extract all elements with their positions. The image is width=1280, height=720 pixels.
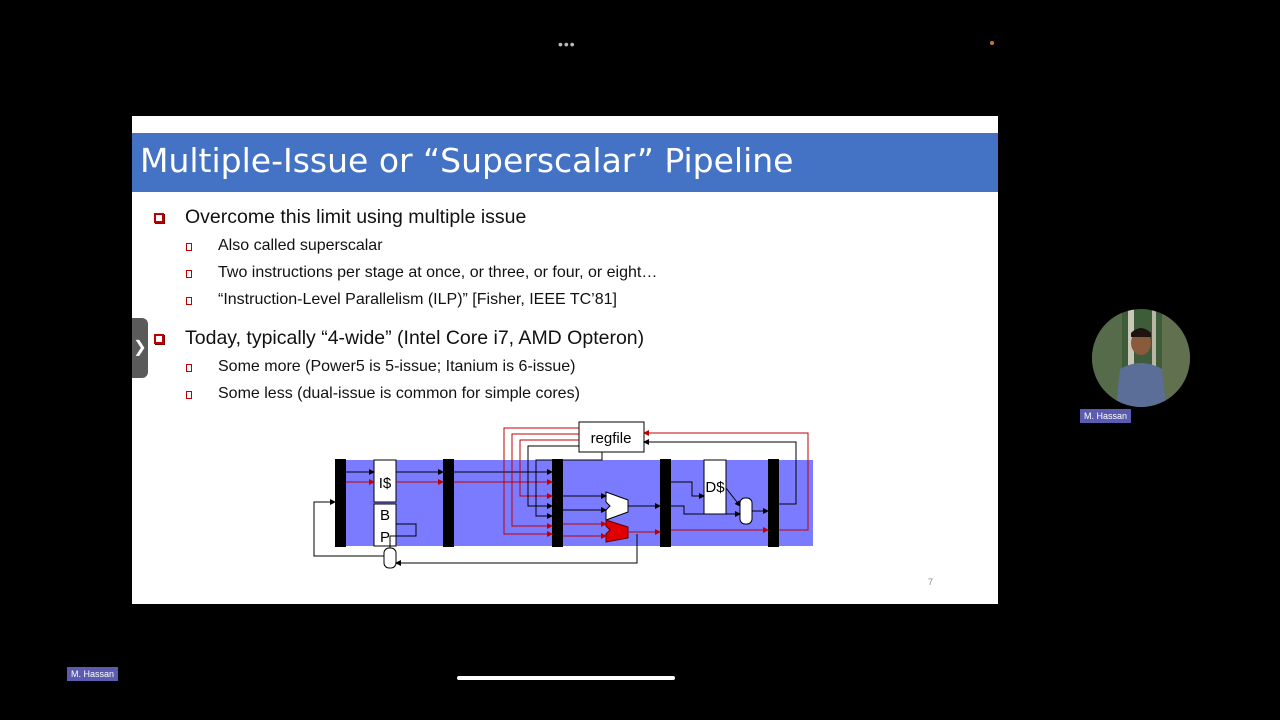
participant-name-tag: M. Hassan — [1080, 409, 1132, 423]
self-name-tag: M. Hassan — [67, 667, 119, 681]
sub-bullet-text: Some more (Power5 is 5-issue; Itanium is… — [218, 358, 576, 375]
bullet-text: Overcome this limit using multiple issue — [185, 206, 527, 228]
participant-avatar[interactable] — [1092, 309, 1190, 407]
icache-label: I$ — [379, 475, 392, 492]
sub-bullet-icon — [186, 243, 192, 251]
recording-indicator-icon — [990, 41, 994, 45]
sub-bullet-text: Also called superscalar — [218, 237, 383, 254]
pipeline-latch — [552, 459, 563, 547]
more-options-dots[interactable]: ••• — [558, 36, 576, 52]
sub-bullet-icon — [186, 297, 192, 305]
slide-title-bar: Multiple-Issue or “Superscalar” Pipeline — [132, 133, 998, 192]
sub-bullet-icon — [186, 364, 192, 372]
pipeline-band — [335, 460, 813, 546]
pipeline-latch — [660, 459, 671, 547]
sub-bullet-icon — [186, 391, 192, 399]
pipeline-latch — [335, 459, 346, 547]
presentation-slide: Multiple-Issue or “Superscalar” Pipeline… — [132, 116, 998, 604]
pipeline-latch — [768, 459, 779, 547]
slide-page-number: 7 — [928, 577, 934, 587]
superscalar-pipeline-diagram: I$ B P regfile — [313, 421, 813, 569]
side-panel-toggle-chevron-icon[interactable]: ❯ — [132, 318, 148, 378]
sub-bullet-text: “Instruction-Level Parallelism (ILP)” [F… — [218, 291, 617, 308]
regfile-label: regfile — [591, 430, 632, 447]
bullet-square-icon — [154, 213, 164, 223]
bp-label-b: B — [380, 507, 390, 524]
dcache-label: D$ — [705, 479, 725, 496]
bullet-text: Today, typically “4-wide” (Intel Core i7… — [185, 327, 645, 349]
slide-title: Multiple-Issue or “Superscalar” Pipeline — [140, 141, 794, 180]
bp-label-p: P — [380, 529, 390, 546]
sub-bullet-text: Two instructions per stage at once, or t… — [218, 264, 658, 281]
pipeline-latch — [443, 459, 454, 547]
sub-bullet-text: Some less (dual-issue is common for simp… — [218, 385, 580, 402]
sub-bullet-icon — [186, 270, 192, 278]
regfile-box — [578, 421, 645, 453]
writeback-mux — [739, 497, 753, 525]
participant-photo — [1092, 309, 1190, 407]
bullet-square-icon — [154, 334, 164, 344]
home-indicator-bar[interactable] — [457, 676, 675, 680]
pc-mux — [383, 547, 397, 569]
alu-black — [605, 491, 629, 521]
